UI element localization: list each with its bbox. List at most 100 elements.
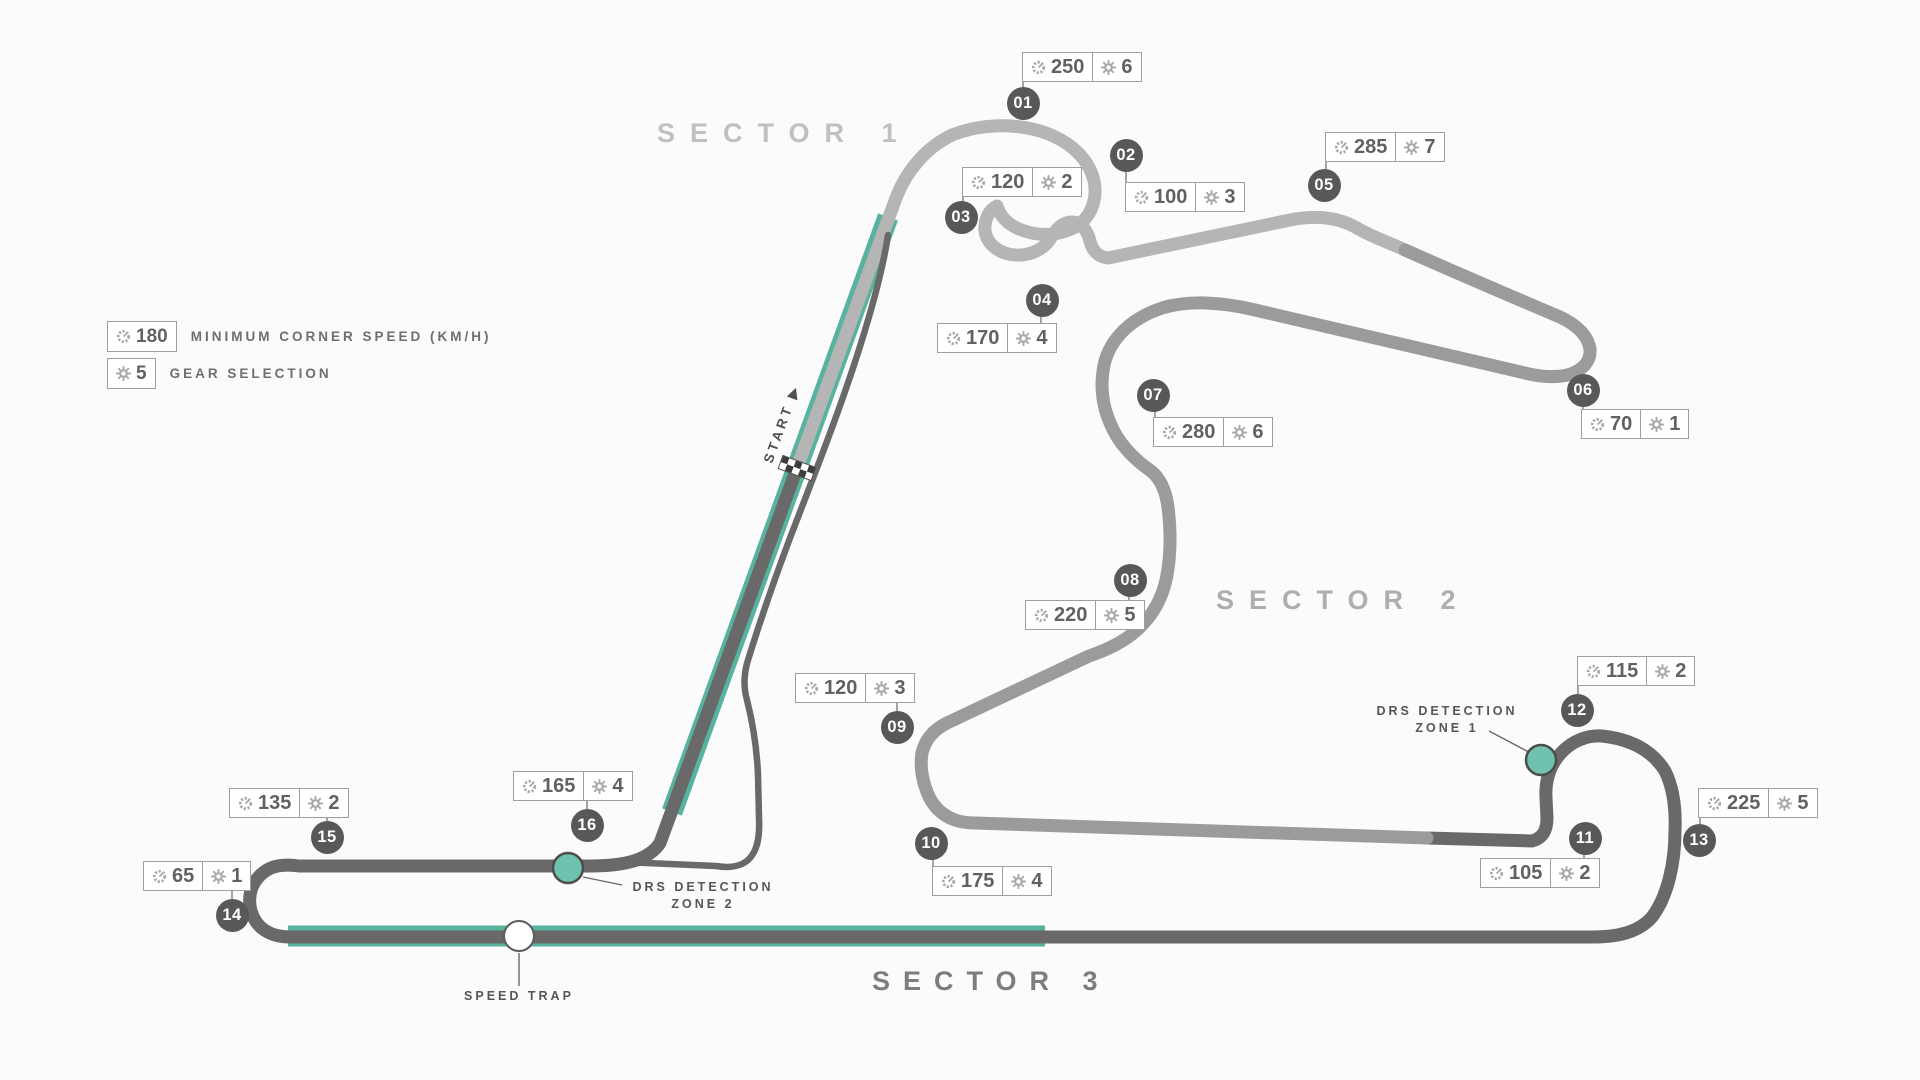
corner-speed-cell-05: 285 <box>1326 133 1395 161</box>
legend-speed-box: 180 <box>107 321 177 352</box>
corner-speed-value-09: 120 <box>824 676 858 699</box>
speedometer-icon <box>946 331 961 346</box>
corner-gear-value-10: 4 <box>1031 869 1043 892</box>
speedometer-icon <box>1034 608 1049 623</box>
corner-gear-value-03: 2 <box>1061 170 1073 193</box>
corner-gear-cell-09: 3 <box>865 674 913 702</box>
corner-speed-cell-13: 225 <box>1699 789 1768 817</box>
corner-label-box-14: 65 1 <box>143 861 252 891</box>
sector-1-label: SECTOR 1 <box>657 118 912 148</box>
gear-icon <box>1101 59 1117 75</box>
corner-speed-value-08: 220 <box>1054 603 1088 626</box>
corner-speed-value-04: 170 <box>966 326 1000 349</box>
corner-gear-cell-04: 4 <box>1007 324 1055 352</box>
gear-icon <box>1559 865 1575 881</box>
corner-gear-cell-13: 5 <box>1768 789 1816 817</box>
speedometer-icon <box>116 329 131 344</box>
corner-speed-cell-12: 115 <box>1578 657 1646 685</box>
corner-speed-cell-15: 135 <box>230 789 299 817</box>
corner-marker-09: 09 <box>880 710 914 744</box>
speedometer-icon <box>971 175 986 190</box>
corner-gear-value-14: 1 <box>231 864 243 887</box>
speedometer-icon <box>238 796 253 811</box>
track-sector-2 <box>914 243 1597 845</box>
corner-speed-value-06: 70 <box>1610 412 1633 435</box>
corner-marker-01: 01 <box>1006 86 1040 120</box>
gear-icon <box>1204 189 1220 205</box>
speedometer-icon <box>1707 796 1722 811</box>
corner-gear-cell-01: 6 <box>1092 53 1140 81</box>
corner-gear-value-13: 5 <box>1797 791 1809 814</box>
corner-marker-10: 10 <box>914 826 948 860</box>
gear-icon <box>308 795 324 811</box>
corner-speed-cell-07: 280 <box>1154 418 1223 446</box>
speedometer-icon <box>152 869 167 884</box>
corner-speed-cell-14: 65 <box>144 862 202 890</box>
corner-gear-cell-02: 3 <box>1195 183 1243 211</box>
start-finish-line <box>777 454 817 482</box>
corner-label-box-13: 225 5 <box>1698 788 1818 818</box>
track-sector-3 <box>243 461 1682 944</box>
gear-icon <box>1404 139 1420 155</box>
corner-speed-value-14: 65 <box>172 864 195 887</box>
gear-icon <box>1104 607 1120 623</box>
pit-lane <box>620 231 892 871</box>
corner-gear-cell-08: 5 <box>1095 601 1143 629</box>
legend-row-speed: 180 MINIMUM CORNER SPEED (KM/H) <box>107 321 491 352</box>
corner-speed-cell-04: 170 <box>938 324 1007 352</box>
drs-detection-zone-2-marker <box>551 851 585 885</box>
speedometer-icon <box>1031 60 1046 75</box>
speedometer-icon <box>522 779 537 794</box>
corner-speed-value-15: 135 <box>258 791 292 814</box>
corner-gear-value-01: 6 <box>1121 55 1133 78</box>
corner-marker-14: 14 <box>215 898 249 932</box>
corner-label-box-03: 120 2 <box>962 167 1082 197</box>
corner-marker-12: 12 <box>1560 693 1594 727</box>
corner-marker-16: 16 <box>570 808 604 842</box>
sector-3-label: SECTOR 3 <box>872 966 1111 996</box>
corner-marker-07: 07 <box>1136 378 1170 412</box>
corner-gear-value-09: 3 <box>894 676 906 699</box>
corner-gear-value-04: 4 <box>1036 326 1048 349</box>
speedometer-icon <box>1134 190 1149 205</box>
corner-speed-value-01: 250 <box>1051 55 1085 78</box>
corner-label-box-12: 115 2 <box>1577 656 1696 686</box>
corner-speed-cell-08: 220 <box>1026 601 1095 629</box>
corner-marker-05: 05 <box>1307 168 1341 202</box>
corner-gear-cell-12: 2 <box>1646 657 1694 685</box>
gear-icon <box>1655 663 1671 679</box>
gear-icon <box>1041 174 1057 190</box>
corner-speed-cell-02: 100 <box>1126 183 1195 211</box>
corner-speed-cell-01: 250 <box>1023 53 1092 81</box>
legend-gear-box: 5 <box>107 358 156 389</box>
gear-icon <box>592 778 608 794</box>
corner-gear-cell-05: 7 <box>1395 133 1443 161</box>
corner-gear-cell-10: 4 <box>1002 867 1050 895</box>
corner-gear-value-07: 6 <box>1252 420 1264 443</box>
gear-icon <box>1777 795 1793 811</box>
corner-gear-value-06: 1 <box>1669 412 1681 435</box>
gear-icon <box>1011 873 1027 889</box>
corner-gear-value-05: 7 <box>1424 135 1436 158</box>
corner-speed-cell-03: 120 <box>963 168 1032 196</box>
gear-icon <box>1016 330 1032 346</box>
track-sector-1 <box>790 119 1412 475</box>
corner-gear-cell-11: 2 <box>1550 859 1598 887</box>
legend-gear-caption: GEAR SELECTION <box>169 366 332 381</box>
corner-gear-value-08: 5 <box>1124 603 1136 626</box>
corner-label-box-06: 70 1 <box>1581 409 1690 439</box>
corner-gear-value-11: 2 <box>1579 861 1591 884</box>
corner-marker-13: 13 <box>1682 823 1716 857</box>
drs-detection-zone-1-marker <box>1524 743 1558 777</box>
corner-label-box-07: 280 6 <box>1153 417 1273 447</box>
gear-icon <box>116 366 131 381</box>
corner-speed-value-12: 115 <box>1606 659 1639 682</box>
speedometer-icon <box>1334 140 1349 155</box>
drs2-leader-line <box>582 876 623 886</box>
drs-detection-zone-2-label: DRS DETECTION ZONE 2 <box>632 880 774 911</box>
